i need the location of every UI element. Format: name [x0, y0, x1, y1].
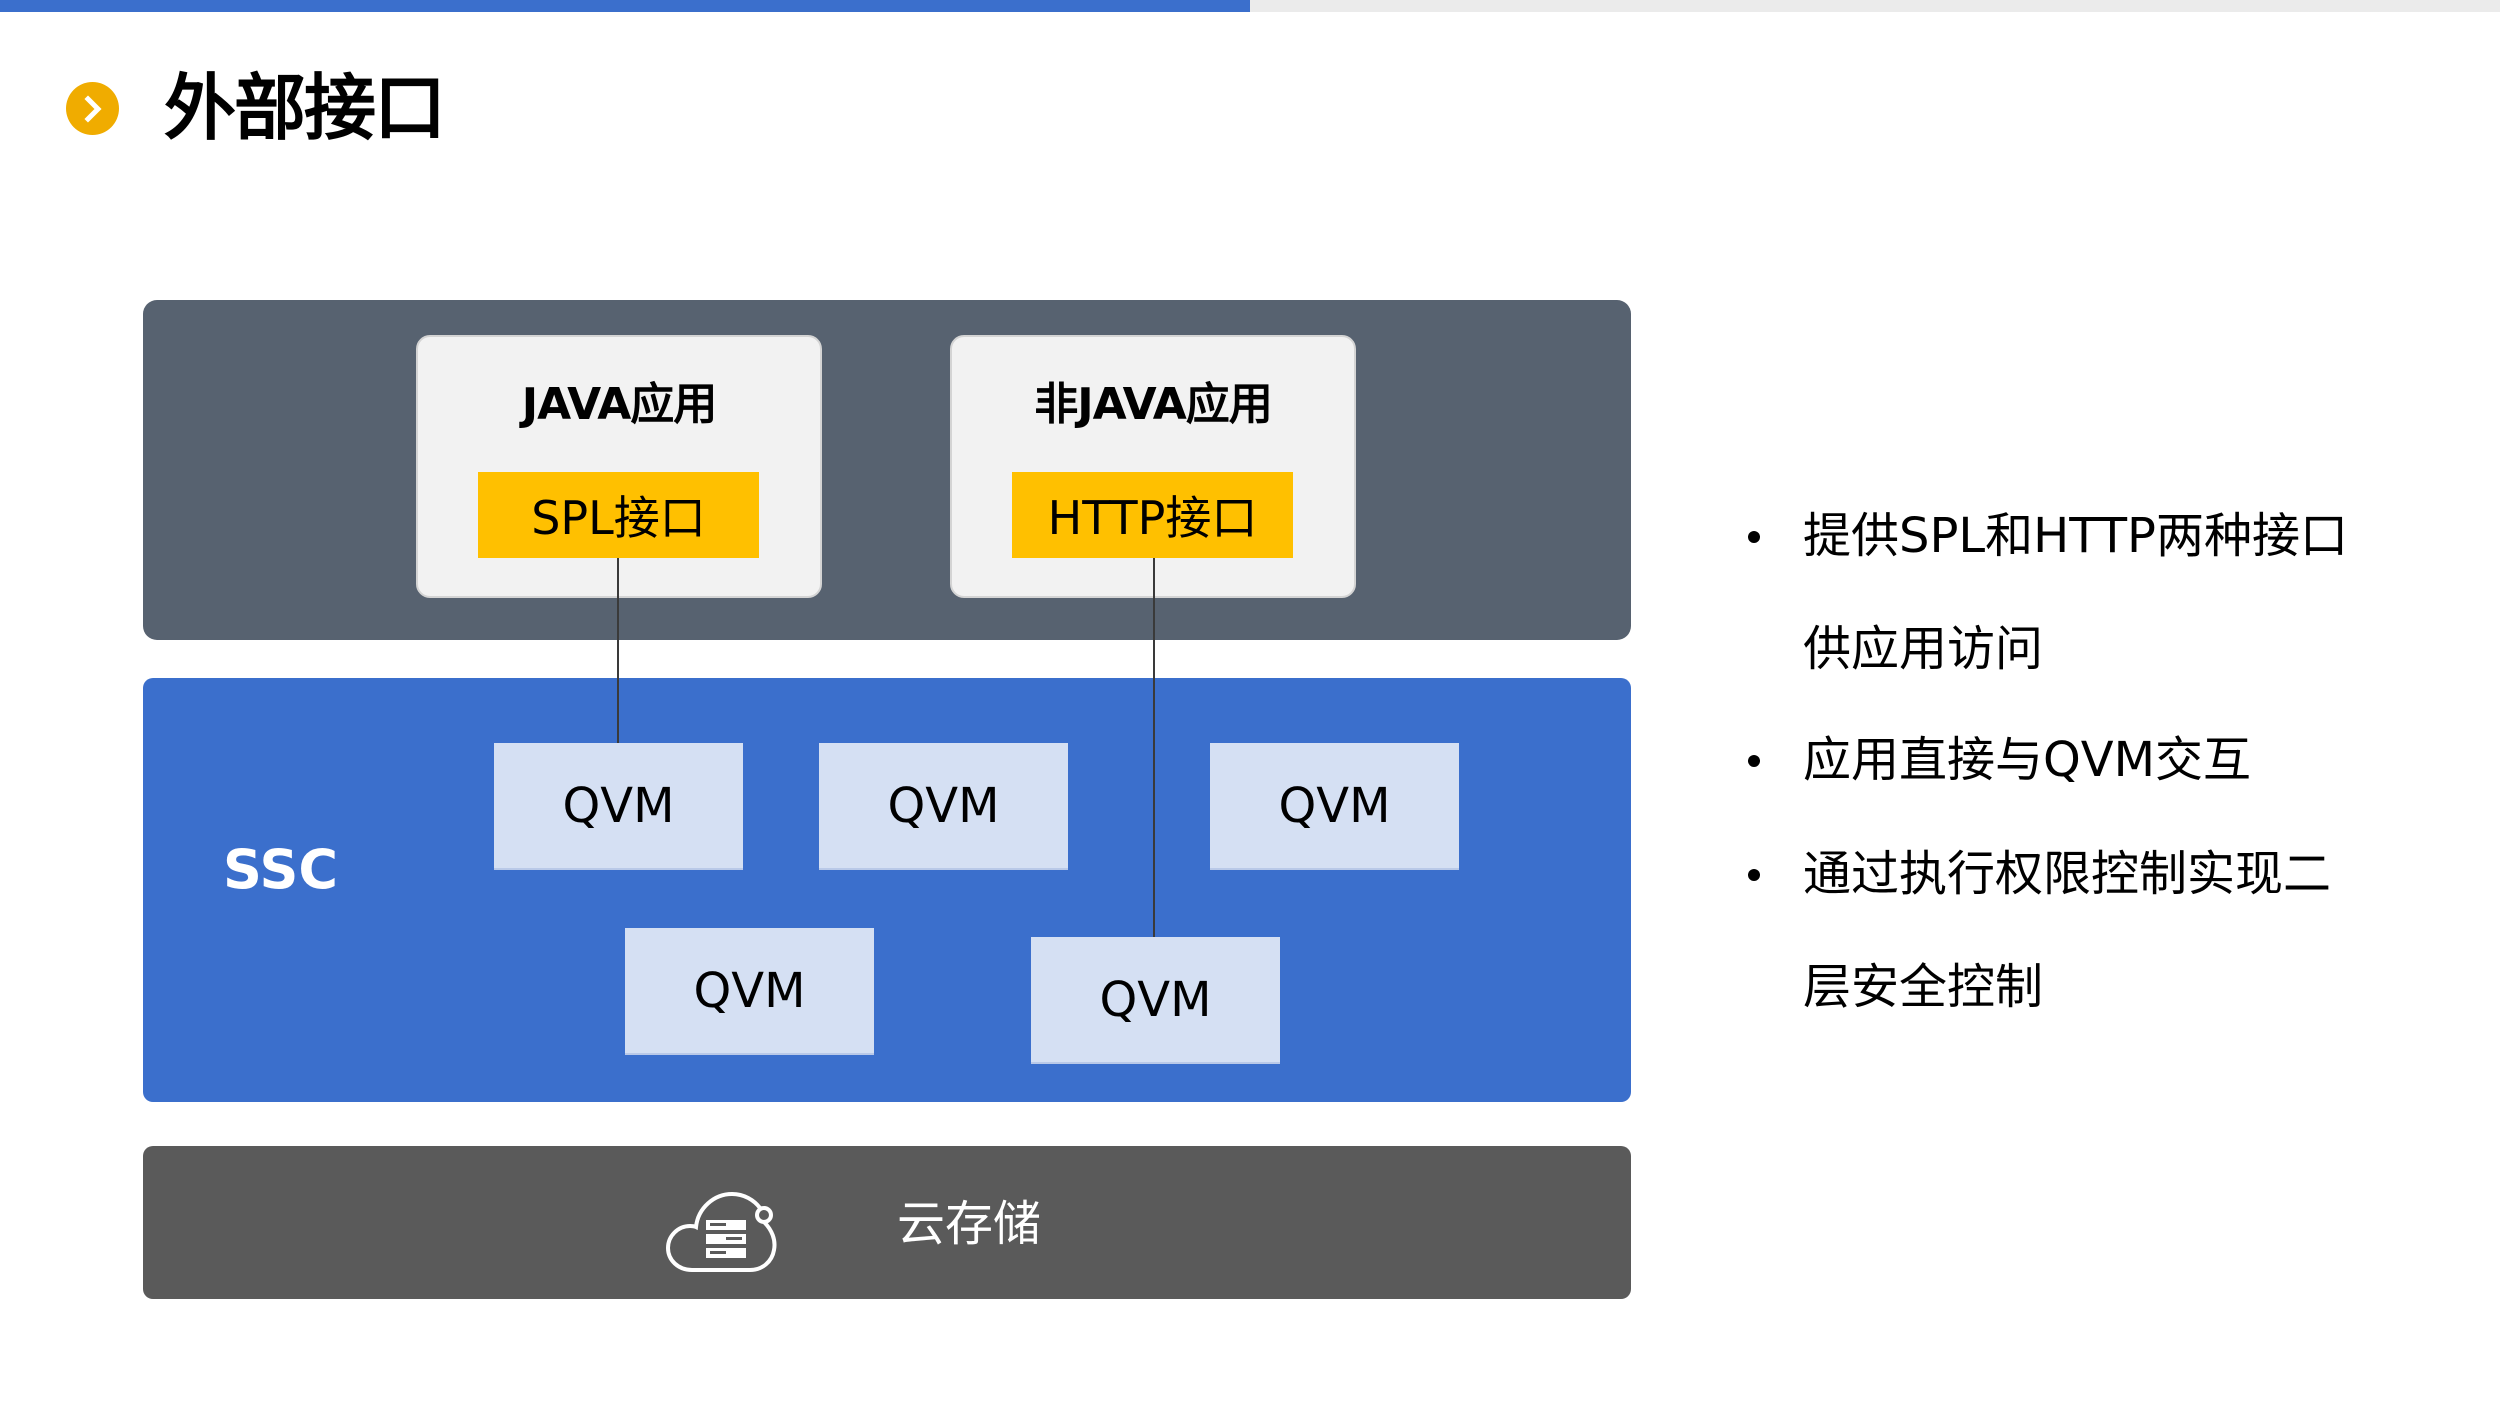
- java-app-box: JAVA应用: [416, 335, 822, 598]
- qvm-node: QVM: [625, 928, 874, 1055]
- http-interface: HTTP接口: [1012, 472, 1293, 558]
- connector-http-to-qvm: [1153, 558, 1155, 937]
- progress-bar-fill: [0, 0, 1250, 12]
- bullet-dot: [1748, 531, 1760, 543]
- qvm-node: QVM: [1031, 937, 1280, 1064]
- ssc-label: SSC: [223, 838, 338, 901]
- cloud-storage-icon: [660, 1182, 786, 1278]
- bullet-dot: [1748, 755, 1760, 767]
- chevron-right-icon: [66, 82, 119, 135]
- page-title: 外部接口: [164, 66, 446, 150]
- ssc-layer: [143, 678, 1631, 1102]
- bullet-3-line-2: 层安全控制: [1803, 959, 2044, 1015]
- bullet-1-line-2: 供应用访问: [1803, 621, 2044, 677]
- qvm-node: QVM: [819, 743, 1068, 870]
- bullet-dot: [1748, 869, 1760, 881]
- progress-bar-track: [0, 0, 2500, 12]
- java-app-title: JAVA应用: [521, 379, 718, 430]
- application-layer: [143, 300, 1631, 640]
- spl-interface: SPL接口: [478, 472, 759, 558]
- bullet-1-line-1: 提供SPL和HTTP两种接口: [1803, 508, 2348, 564]
- qvm-node: QVM: [494, 743, 743, 870]
- qvm-node: QVM: [1210, 743, 1459, 870]
- storage-label: 云存储: [897, 1196, 1042, 1252]
- non-java-app-title: 非JAVA应用: [1034, 379, 1273, 430]
- connector-spl-to-qvm: [617, 558, 619, 743]
- bullet-2-line-1: 应用直接与QVM交互: [1803, 732, 2252, 788]
- storage-layer: [143, 1146, 1631, 1299]
- bullet-3-line-1: 通过执行权限控制实现二: [1803, 846, 2332, 902]
